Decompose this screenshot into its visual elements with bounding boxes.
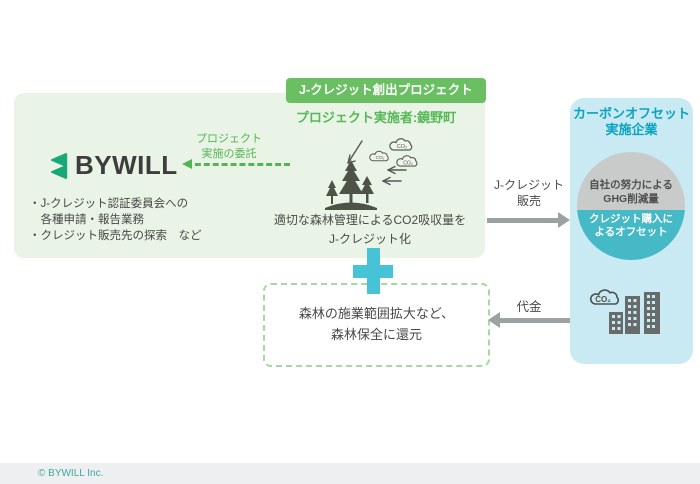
absorb-arrow-icon	[387, 165, 407, 175]
co2-cloud-icon: CO₂	[396, 155, 418, 167]
co2-cloud-label: CO₂	[595, 295, 611, 304]
co2-cloud-icon: CO₂	[369, 150, 389, 162]
forest-return-box: 森林の施業範囲拡大など、 森林保全に還元	[263, 283, 490, 367]
co2-cloud-label: CO₂	[376, 155, 385, 160]
offset-ratio-circle: 自社の努力による GHG削減量 クレジット購入に よるオフセット	[577, 152, 685, 260]
footer-bar: © BYWILL Inc.	[0, 463, 700, 484]
payment-arrow-label: 代金	[516, 300, 542, 314]
project-box	[14, 93, 485, 258]
absorb-arrow-icon	[347, 140, 363, 164]
bywill-logo: BYWILL	[46, 150, 178, 181]
forest-caption: 適切な森林管理によるCO2吸収量を J-クレジット化	[273, 213, 467, 247]
co2-cloud-label: CO₂	[397, 144, 407, 150]
co2-cloud-icon: CO₂	[389, 138, 413, 151]
forest-icon	[325, 160, 377, 210]
bywill-logo-icon	[51, 152, 68, 179]
bywill-task-list: ・J-クレジット認証委員会への 各種申請・報告業務 ・クレジット販売先の探索 な…	[29, 196, 202, 244]
absorb-arrow-icon	[382, 176, 402, 186]
plus-icon	[353, 248, 393, 294]
sale-arrow-label: J-クレジット 販売	[494, 178, 564, 208]
co2-cloud-label: CO₂	[403, 160, 413, 166]
bywill-task-line: ・J-クレジット認証委員会への	[29, 198, 189, 210]
bywill-logo-text: BYWILL	[75, 150, 178, 180]
copyright-text: © BYWILL Inc.	[38, 468, 104, 479]
delegation-arrow-icon	[182, 159, 290, 169]
project-badge: J-クレジット創出プロジェクト	[286, 78, 486, 103]
company-buildings-icon: CO₂	[590, 289, 660, 334]
project-implementer: プロジェクト実施者:鏡野町	[295, 110, 457, 125]
sale-arrow-icon	[487, 212, 570, 228]
delegation-label: プロジェクト 実施の委託	[196, 133, 262, 160]
bywill-task-line: ・クレジット販売先の探索 など	[29, 230, 202, 243]
offset-company-title: カーボンオフセット 実施企業	[572, 106, 690, 138]
payment-arrow-icon	[488, 312, 570, 328]
bywill-task-line: 各種申請・報告業務	[29, 214, 144, 227]
